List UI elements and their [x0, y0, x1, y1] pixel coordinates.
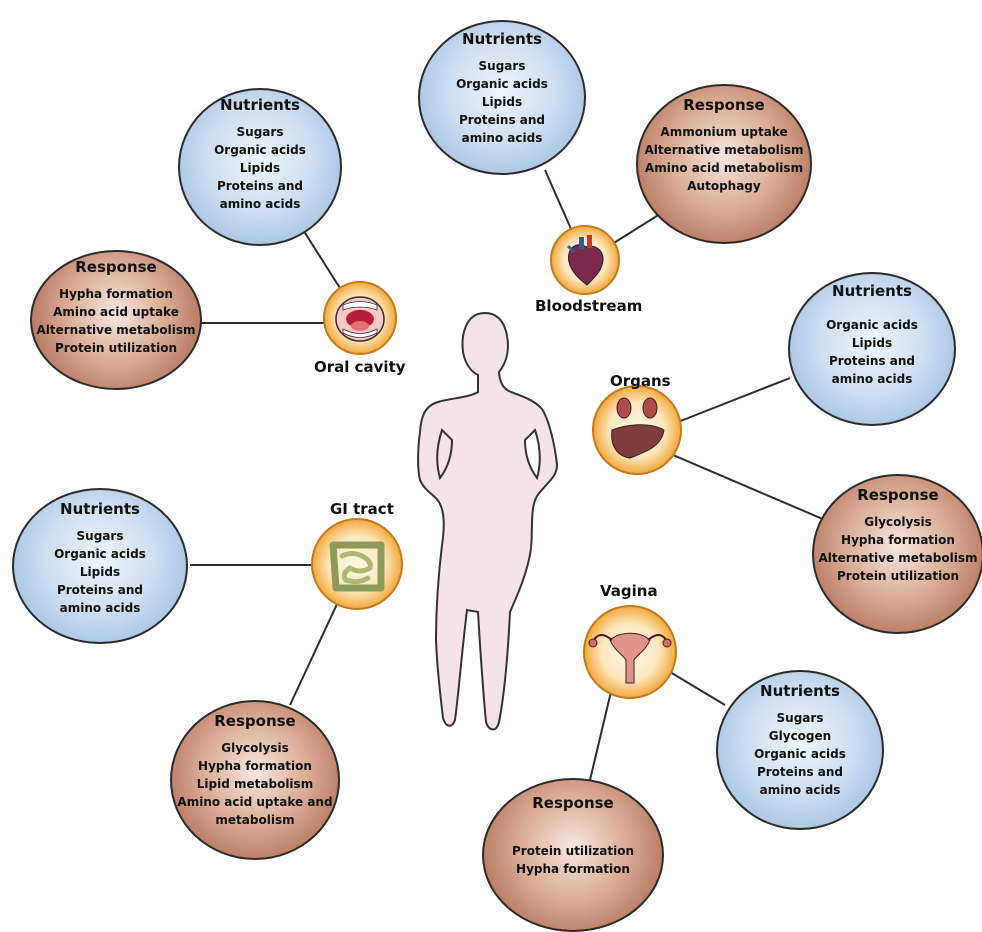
oral-nutrient-item: amino acids [219, 197, 301, 211]
vagina-response-title: Response [532, 794, 614, 812]
organs-response-item: Alternative metabolism [818, 551, 978, 565]
vagina-nutrient-item: Proteins and [756, 765, 844, 779]
bloodstream-label: Bloodstream [535, 297, 643, 315]
oral-response-title: Response [75, 258, 157, 276]
organs-nutrients-title: Nutrients [832, 282, 912, 300]
organs-nutrient-item: Organic acids [826, 318, 918, 332]
vagina-response-item: Protein utilization [511, 844, 634, 858]
blood-response-item: Alternative metabolism [644, 143, 804, 157]
organs-response-item: Hypha formation [841, 533, 955, 547]
blood-response-title: Response [683, 96, 765, 114]
gi-tract-label: GI tract [330, 500, 394, 518]
blood-nutrient-item: Sugars [478, 59, 526, 73]
gi-nutrients-bubble: Nutrients Sugars Organic acids Lipids Pr… [12, 488, 188, 644]
connector-blood-response [608, 213, 661, 247]
connector-organs-nutrients [677, 377, 791, 423]
vagina-nutrient-item: amino acids [759, 783, 841, 797]
vagina-response-bubble: Response Protein utilization Hypha forma… [482, 778, 664, 932]
kidneys-liver-icon [592, 385, 682, 475]
connector-vagina-nutrients [669, 671, 726, 706]
organs-label: Organs [610, 372, 671, 390]
organs-nutrient-item: amino acids [831, 372, 913, 386]
human-body-silhouette [417, 311, 559, 731]
vagina-nutrients-bubble: Nutrients Sugars Glycogen Organic acids … [716, 670, 884, 830]
organs-nutrient-item: Lipids [851, 336, 893, 350]
organs-response-item: Protein utilization [836, 569, 959, 583]
blood-nutrient-item: Proteins and [458, 113, 546, 127]
oral-nutrient-item: Sugars [236, 125, 284, 139]
gi-response-bubble: Response Glycolysis Hypha formation Lipi… [170, 700, 340, 860]
vagina-nutrient-item: Sugars [776, 711, 824, 725]
oral-cavity-label: Oral cavity [314, 358, 406, 376]
gi-response-item: Hypha formation [198, 759, 312, 773]
connector-oral-nutrients [299, 224, 346, 297]
blood-response-item: Ammonium uptake [660, 125, 788, 139]
gi-nutrient-item: Sugars [76, 529, 124, 543]
oral-nutrient-item: Lipids [239, 161, 281, 175]
blood-response-item: Amino acid metabolism [644, 161, 804, 175]
oral-response-item: Protein utilization [54, 341, 177, 355]
connector-gi-response [289, 601, 339, 706]
oral-response-item: Hypha formation [59, 287, 173, 301]
oral-nutrient-item: Proteins and [216, 179, 304, 193]
organs-nutrient-item: Proteins and [828, 354, 916, 368]
vagina-nutrient-item: Glycogen [768, 729, 832, 743]
gi-nutrient-item: Lipids [79, 565, 121, 579]
gi-nutrient-item: Organic acids [54, 547, 146, 561]
gi-response-item: metabolism [215, 813, 295, 827]
gi-response-item: Lipid metabolism [196, 777, 314, 791]
blood-nutrient-item: Lipids [481, 95, 523, 109]
oral-response-item: Amino acid uptake [53, 305, 179, 319]
oral-response-bubble: Response Hypha formation Amino acid upta… [30, 250, 202, 390]
oral-response-item: Alternative metabolism [36, 323, 196, 337]
blood-response-bubble: Response Ammonium uptake Alternative met… [636, 84, 812, 244]
uterus-icon [583, 605, 677, 699]
oral-nutrients-bubble: Nutrients Sugars Organic acids Lipids Pr… [178, 88, 342, 246]
heart-icon [550, 225, 620, 295]
site-icons [311, 225, 682, 699]
mouth-icon [323, 281, 397, 355]
connector-organs-response [672, 454, 826, 521]
blood-nutrient-item: amino acids [461, 131, 543, 145]
oral-nutrient-item: Organic acids [214, 143, 306, 157]
oral-nutrients-title: Nutrients [220, 96, 300, 114]
vagina-nutrients-title: Nutrients [760, 682, 840, 700]
organs-response-title: Response [857, 486, 939, 504]
gi-nutrient-item: amino acids [59, 601, 141, 615]
blood-response-item: Autophagy [687, 179, 761, 193]
gi-nutrients-title: Nutrients [60, 500, 140, 518]
blood-nutrient-item: Organic acids [456, 77, 548, 91]
blood-nutrients-bubble: Nutrients Sugars Organic acids Lipids Pr… [418, 20, 586, 175]
gi-response-item: Glycolysis [221, 741, 289, 755]
gi-response-item: Amino acid uptake and [177, 795, 333, 809]
vagina-nutrient-item: Organic acids [754, 747, 846, 761]
organs-nutrients-bubble: Nutrients Organic acids Lipids Proteins … [788, 272, 956, 426]
gi-nutrient-item: Proteins and [56, 583, 144, 597]
intestine-icon [311, 518, 403, 610]
vagina-label: Vagina [600, 582, 658, 600]
organs-response-item: Glycolysis [864, 515, 932, 529]
organs-response-bubble: Response Glycolysis Hypha formation Alte… [812, 474, 982, 634]
blood-nutrients-title: Nutrients [462, 30, 542, 48]
connector-blood-nutrients [544, 169, 576, 239]
vagina-response-item: Hypha formation [516, 862, 630, 876]
gi-response-title: Response [214, 712, 296, 730]
